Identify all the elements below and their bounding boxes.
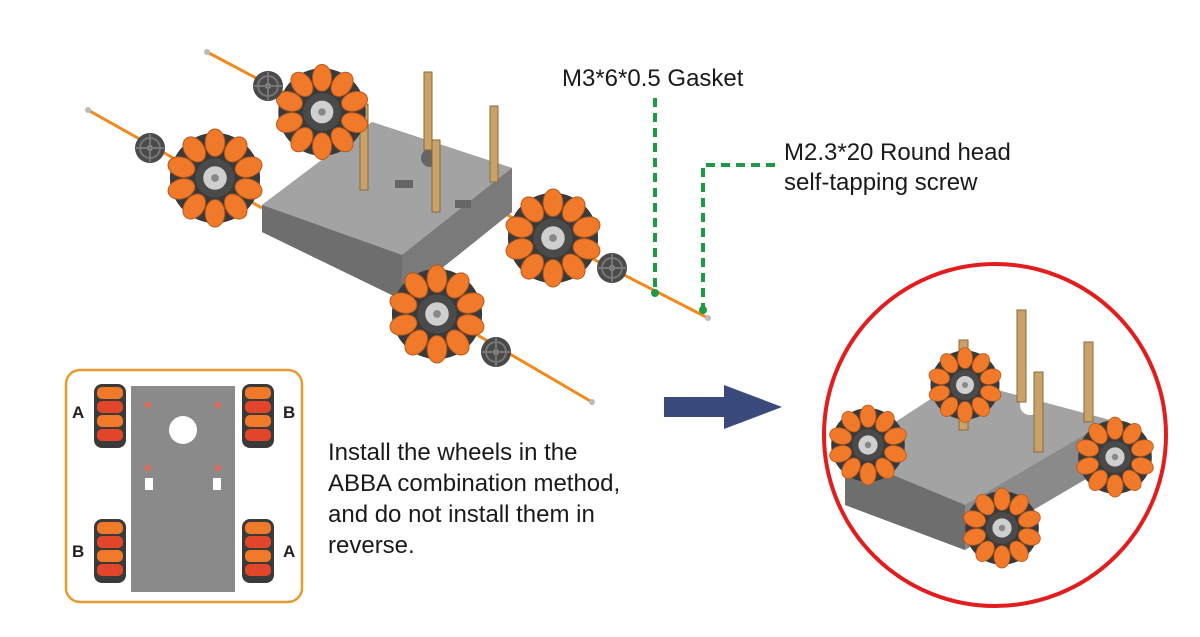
spoke-hub-4 (480, 336, 512, 368)
gasket-leader-dot (651, 289, 659, 297)
screw-leader-dot (699, 306, 707, 314)
inset-wheel-bottom-left (94, 519, 126, 583)
spoke-hub-2 (134, 132, 166, 164)
callout-leaders (653, 98, 775, 310)
screw-tip-1 (204, 49, 210, 55)
instruction-line-4: reverse. (328, 532, 415, 559)
inset-wheel-top-left (94, 384, 126, 448)
screw-tip-4 (589, 399, 595, 405)
copper-standoffs (359, 71, 499, 213)
result-arrow-icon (664, 385, 782, 429)
inset-center-hole (169, 416, 197, 444)
screw-tip-2 (85, 107, 91, 113)
instruction-line-2: ABBA combination method, (328, 470, 621, 497)
assembled-result-view (822, 262, 1168, 608)
screw-callout-label-line2: self-tapping screw (784, 169, 978, 196)
wheel-label-bottom-right: A (283, 542, 295, 561)
spoke-hub-3 (596, 252, 628, 284)
wheel-label-bottom-left: B (72, 542, 84, 561)
exploded-assembly (85, 49, 711, 405)
screw-leader-line (701, 163, 775, 310)
wheel-label-top-left: A (72, 403, 84, 422)
instruction-line-1: Install the wheels in the (328, 439, 578, 466)
chassis-plate (262, 122, 512, 300)
wheel-label-top-right: B (283, 403, 295, 422)
screw-tip-3 (705, 315, 711, 321)
screw-callout-label-line1: M2.3*20 Round head (784, 139, 1011, 166)
mecanum-wheel-front-left (164, 128, 266, 228)
instruction-line-3: and do not install them in (328, 501, 595, 528)
inset-wheel-bottom-right (242, 519, 274, 583)
mecanum-wheel-back-right (502, 188, 604, 288)
spoke-hub-1 (252, 70, 284, 102)
abba-top-view-inset: A B B A (64, 368, 304, 604)
installation-instruction: Install the wheels in the ABBA combinati… (328, 437, 688, 561)
gasket-callout-label: M3*6*0.5 Gasket (562, 65, 744, 92)
inset-wheel-top-right (242, 384, 274, 448)
